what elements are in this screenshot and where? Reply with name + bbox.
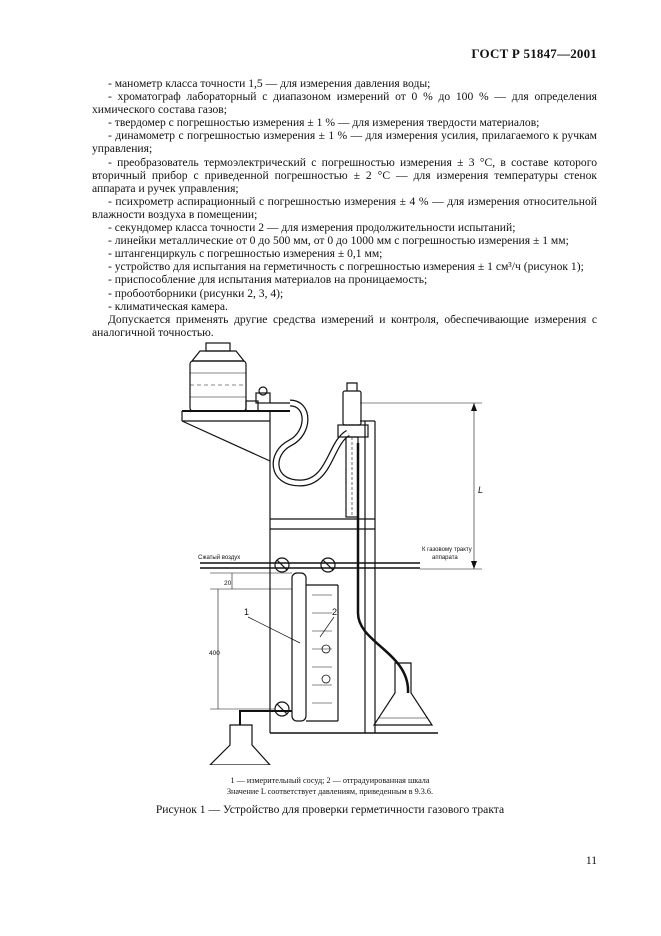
callout-1: 1: [244, 607, 249, 617]
list-item: - приспособление для испытания материало…: [108, 273, 428, 287]
dimension-L: [360, 402, 482, 570]
graduated-tube: [274, 572, 339, 722]
list-item: - психрометр аспирационный с погрешность…: [92, 194, 597, 221]
figure-leak-test-device: Сжатый воздух К газовому тракту аппарата…: [160, 333, 500, 765]
label-to-gas-path-1: К газовому тракту: [422, 547, 472, 553]
list-item: - линейки металлические от 0 до 500 мм, …: [108, 234, 569, 248]
overflow-tube: [356, 443, 410, 694]
closing-paragraph: Допускается применять другие средства из…: [92, 312, 597, 339]
water-reservoir: [189, 342, 247, 412]
shelf-bracket: [181, 410, 290, 583]
standard-header: ГОСТ Р 51847—2001: [471, 46, 597, 61]
label-compressed-air: Сжатый воздух: [198, 554, 240, 561]
list-item: - климатическая камера.: [108, 299, 228, 313]
list-item: - хроматограф лабораторный с диапазоном …: [92, 90, 597, 117]
label-dimension-400: 400: [209, 650, 220, 657]
figure-legend-line1: 1 — измерительный сосуд; 2 — отградуиров…: [230, 776, 430, 785]
list-item: - штангенциркуль с погрешностью измерени…: [108, 247, 383, 261]
list-item: - динамометр с погрешностью измерения ± …: [92, 129, 597, 156]
label-dimension-20: 20: [224, 580, 232, 587]
collection-flask-left: [209, 710, 292, 765]
callout-2: 2: [332, 607, 337, 617]
dimension-400: [210, 572, 292, 710]
list-item: - устройство для испытания на герметично…: [108, 260, 584, 274]
figure-caption: Рисунок 1 — Устройство для проверки герм…: [155, 803, 505, 816]
label-to-gas-path-2: аппарата: [432, 555, 458, 561]
page-number: 11: [585, 854, 597, 867]
list-item: - манометр класса точности 1,5 — для изм…: [108, 77, 431, 90]
measuring-vessel-column: [269, 382, 376, 733]
callout-leaders: [247, 616, 335, 644]
list-item: - преобразователь термоэлектрический с п…: [92, 155, 597, 195]
connecting-tube: [272, 399, 351, 487]
list-item: - пробоотборники (рисунки 2, 3, 4);: [108, 286, 284, 300]
top-valve: [245, 386, 290, 412]
list-item: - секундомер класса точности 2 — для изм…: [108, 221, 516, 235]
label-dimension-L: L: [478, 485, 483, 495]
list-item: - твердомер с погрешностью измерения ± 1…: [108, 116, 540, 130]
apparatus-diagram: Сжатый воздух К газовому тракту аппарата…: [181, 342, 483, 765]
figure-legend-line2: Значение L соответствует давлениям, прив…: [226, 787, 434, 796]
air-line: [200, 557, 420, 573]
collection-flask-right: [372, 662, 434, 726]
body-text: - манометр класса точности 1,5 — для изм…: [92, 77, 597, 339]
